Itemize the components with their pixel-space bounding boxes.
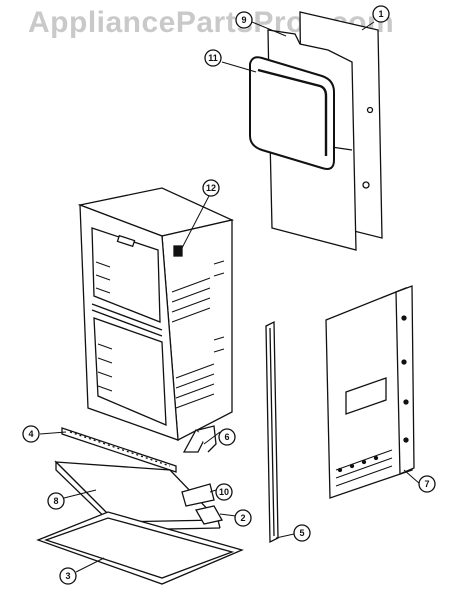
callout-4: 4 — [22, 425, 40, 443]
callout-5: 5 — [293, 524, 311, 542]
callout-label: 2 — [240, 513, 245, 523]
oven-cabinet-frame — [77, 187, 235, 442]
callout-label: 1 — [378, 9, 383, 19]
part-6-hinge — [182, 425, 217, 453]
callout-label: 8 — [53, 496, 58, 506]
callout-label: 10 — [219, 487, 229, 497]
callout-label: 4 — [28, 429, 33, 439]
callout-circle — [47, 492, 65, 510]
callout-8: 8 — [47, 492, 65, 510]
callout-label: 6 — [224, 432, 229, 442]
part-3-bottom-panel — [36, 511, 244, 585]
callout-label: 5 — [299, 528, 304, 538]
callout-label: 9 — [241, 15, 246, 25]
callout-circle — [202, 179, 220, 197]
callout-12: 12 — [202, 179, 220, 197]
part-5-trim-strip — [265, 320, 279, 544]
callout-circle — [218, 428, 236, 446]
callout-2: 2 — [234, 509, 252, 527]
callout-group: 1 9 11 12 4 6 8 10 2 3 5 7 — [22, 5, 436, 585]
callout-circle — [215, 483, 233, 501]
callout-10: 10 — [215, 483, 233, 501]
callout-circle — [293, 524, 311, 542]
part-12-clip — [173, 245, 183, 257]
part-2-bracket — [194, 505, 224, 525]
callout-label: 12 — [206, 183, 216, 193]
callout-label: 7 — [424, 479, 429, 489]
callout-label: 11 — [208, 53, 218, 63]
leader-lines — [39, 21, 421, 573]
part-11-insulation-pad — [249, 56, 335, 170]
callout-circle — [372, 5, 390, 23]
callout-circle — [235, 11, 253, 29]
callout-9: 9 — [235, 11, 253, 29]
callout-7: 7 — [418, 475, 436, 493]
callout-11: 11 — [204, 49, 222, 67]
part-10-bracket — [181, 483, 215, 507]
callout-label: 3 — [65, 571, 70, 581]
part-7-side-panel — [325, 285, 415, 499]
callout-6: 6 — [218, 428, 236, 446]
callout-circle — [22, 425, 40, 443]
callout-circle — [418, 475, 436, 493]
callout-circle — [234, 509, 252, 527]
callout-circle — [204, 49, 222, 67]
callout-1: 1 — [372, 5, 390, 23]
callout-circle — [59, 567, 77, 585]
callout-3: 3 — [59, 567, 77, 585]
